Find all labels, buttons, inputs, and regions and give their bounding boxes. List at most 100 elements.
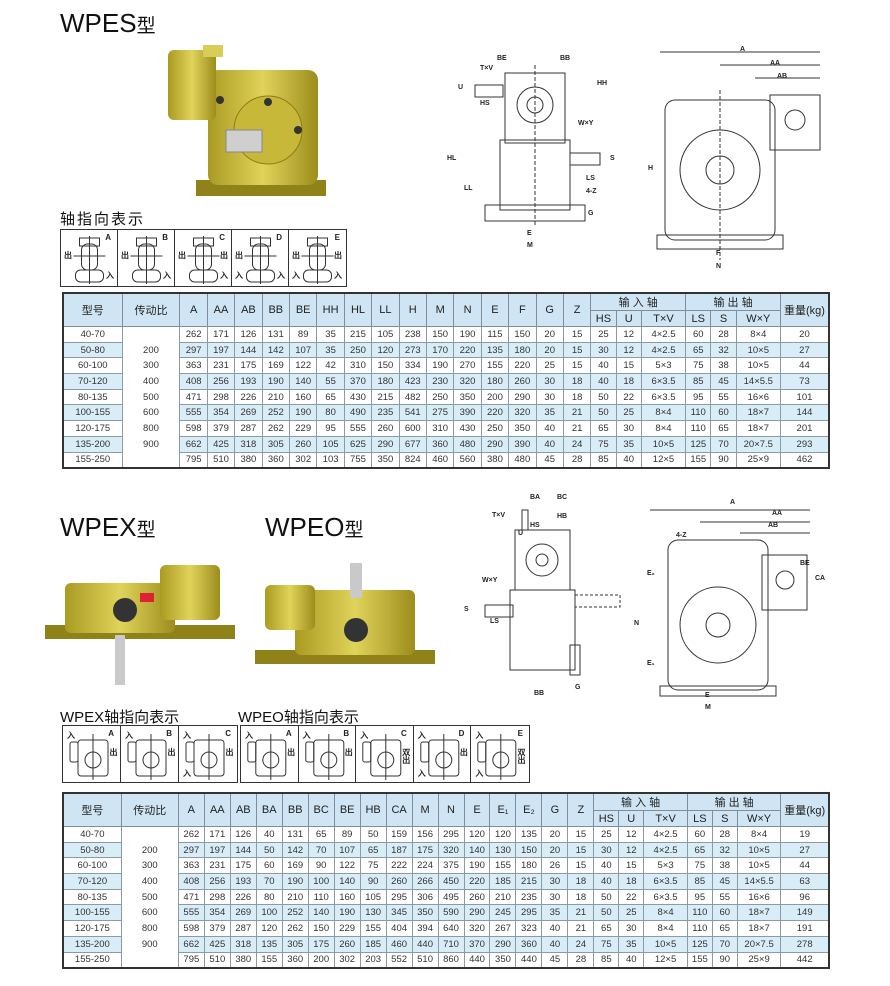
value-cell: 598 — [177, 920, 205, 937]
header-input-dim: T×V — [643, 810, 688, 827]
wpes-product-photo — [158, 30, 333, 202]
value-cell: 287 — [234, 420, 263, 437]
value-cell: 354 — [206, 404, 236, 422]
header-output-shaft: 输 出 轴 — [685, 292, 781, 311]
value-cell: 85 — [593, 951, 620, 969]
value-cell: 755 — [343, 451, 373, 469]
dim-label: 4-Z — [586, 188, 597, 195]
shaft-direction-label: 出 — [109, 748, 118, 756]
value-cell: 160 — [288, 388, 318, 406]
value-cell: 215 — [515, 873, 543, 890]
header-input-dim: U — [615, 310, 642, 327]
value-cell: 12×5 — [640, 451, 687, 469]
value-cell: 220 — [480, 404, 510, 422]
shaft-direction-label: 双出 — [516, 748, 526, 764]
value-cell: 35 — [541, 904, 569, 922]
value-cell: 306 — [411, 888, 439, 906]
wpeo-title-text: WPEO — [265, 512, 345, 542]
value-cell: 323 — [515, 920, 543, 937]
value-cell: 450 — [437, 873, 465, 890]
wpes-front-drawing — [645, 40, 835, 275]
value-cell: 12 — [618, 826, 645, 843]
dim-label: S — [464, 606, 469, 613]
value-cell: 22 — [615, 388, 642, 406]
shaft-direction-label: 入 — [302, 731, 311, 740]
diagram-letter: E — [334, 233, 340, 242]
value-cell: 170 — [425, 341, 455, 359]
dim-label: G — [575, 684, 581, 691]
shaft-direction-label: 入 — [360, 731, 369, 740]
value-cell: 354 — [203, 904, 231, 922]
value-cell: 482 — [398, 388, 427, 406]
gearbox-outline-icon — [130, 236, 163, 284]
value-cell: 460 — [425, 451, 455, 469]
value-cell: 18 — [567, 888, 595, 906]
value-cell: 30 — [593, 841, 620, 859]
value-cell: 40 — [593, 857, 620, 875]
value-cell: 150 — [515, 841, 543, 859]
value-cell: 70 — [307, 841, 335, 859]
wpex-title-suffix: 型 — [136, 520, 156, 541]
shaft-direction-label: 入 — [235, 271, 243, 280]
dim-label: AB — [777, 73, 788, 80]
value-cell: 50 — [593, 888, 620, 906]
value-cell: 370 — [343, 373, 373, 390]
value-cell: 197 — [206, 341, 236, 359]
value-cell: 75 — [590, 435, 617, 453]
value-cell: 38 — [711, 857, 738, 875]
value-cell: 80 — [316, 404, 345, 422]
value-cell: 65 — [711, 920, 738, 937]
value-cell: 12×5 — [643, 951, 688, 969]
header-dim: E — [463, 792, 491, 827]
value-cell: 105 — [371, 326, 400, 343]
value-cell: 65 — [590, 420, 617, 437]
header-dim: HH — [316, 292, 345, 327]
value-cell: 70 — [711, 935, 738, 953]
value-cell: 65 — [710, 420, 737, 437]
value-cell: 290 — [463, 904, 491, 922]
gearbox-outline-icon — [244, 236, 277, 284]
header-dim: AA — [203, 792, 231, 827]
value-cell: 290 — [508, 388, 537, 406]
ratio-cell — [121, 452, 181, 468]
value-cell: 180 — [508, 341, 537, 359]
header-dim: HB — [359, 792, 387, 827]
value-cell: 22 — [618, 888, 645, 906]
wpex-side-drawing — [470, 490, 625, 705]
value-cell: 220 — [463, 873, 491, 890]
value-cell: 278 — [780, 935, 830, 953]
shaft-direction-label: 出 — [334, 251, 342, 260]
dim-label: G — [588, 210, 594, 217]
value-cell: 8×4 — [736, 826, 782, 843]
value-cell: 270 — [453, 357, 482, 375]
value-cell: 302 — [333, 951, 361, 969]
value-cell: 245 — [489, 904, 517, 922]
ratio-cell: 400 — [121, 373, 181, 390]
value-cell: 6×3.5 — [640, 388, 687, 406]
value-cell: 6×3.5 — [643, 873, 688, 890]
model-cell: 120-175 — [62, 920, 122, 937]
ratio-cell: 600 — [121, 404, 181, 421]
dim-label: W×Y — [482, 577, 498, 584]
value-cell: 42 — [316, 357, 345, 375]
value-cell: 320 — [437, 841, 465, 859]
value-cell: 65 — [685, 341, 712, 359]
value-cell: 201 — [779, 420, 830, 437]
value-cell: 260 — [371, 420, 400, 437]
value-cell: 230 — [425, 373, 455, 390]
header-input-dim: U — [618, 810, 645, 827]
value-cell: 490 — [343, 404, 373, 422]
dim-label: S — [610, 155, 615, 162]
value-cell: 144 — [779, 404, 830, 422]
value-cell: 360 — [425, 435, 455, 453]
header-model: 型号 — [62, 292, 123, 327]
value-cell: 510 — [203, 951, 231, 969]
value-cell: 155 — [686, 951, 713, 969]
value-cell: 89 — [288, 326, 318, 343]
value-cell: 345 — [385, 904, 413, 922]
shaft-direction-label: 入 — [183, 769, 191, 778]
dim-label: CA — [815, 575, 826, 582]
gearbox-outline-icon — [477, 734, 517, 780]
value-cell: 442 — [780, 951, 830, 969]
